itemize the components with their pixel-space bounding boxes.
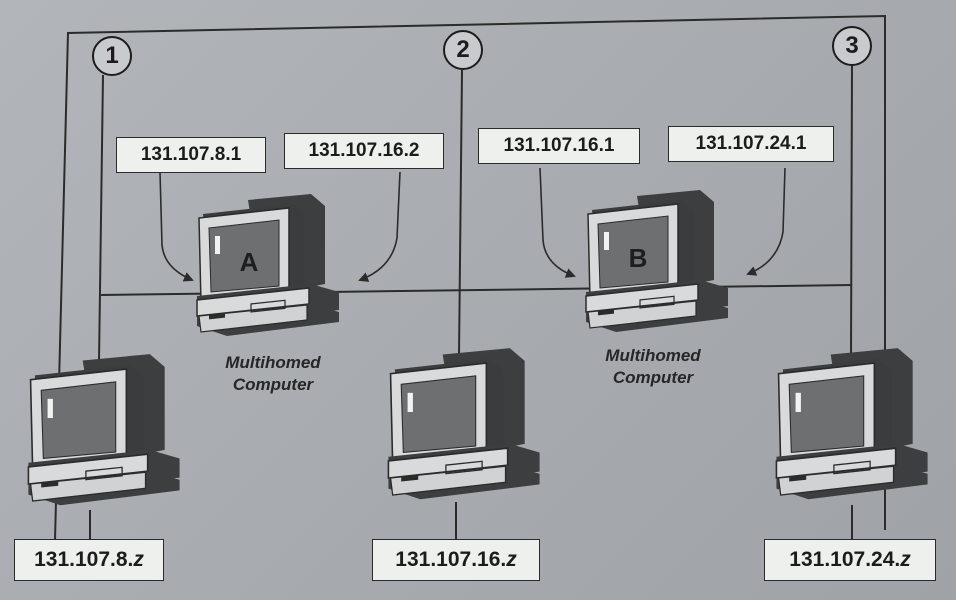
network-1-line [98, 74, 104, 363]
computer-icon: A [196, 194, 339, 336]
computer-a-letter: A [240, 247, 259, 277]
network-3-line [850, 63, 853, 355]
network-1-number: 1 [92, 36, 132, 76]
network-3-number: 3 [832, 26, 872, 66]
multihomed-computer-b: B [582, 188, 732, 343]
address-box-a1: 131.107.8.1 [116, 137, 266, 173]
caption-b-line2: Computer [612, 368, 694, 387]
address-box-a2: 131.107.16.2 [284, 133, 444, 169]
host-computer-network-1 [24, 352, 184, 522]
host-computer-network-2 [384, 346, 544, 516]
diagram-frame [54, 14, 886, 541]
host-address-2-prefix: 131.107.16. [395, 548, 507, 571]
computer-icon [387, 348, 540, 500]
caption-computer-a: Multihomed Computer [208, 352, 338, 396]
host-address-network-1: 131.107.8.z [14, 539, 164, 581]
address-box-b2: 131.107.24.1 [668, 126, 834, 162]
host-address-network-3: 131.107.24.z [764, 539, 936, 581]
computer-icon: B [585, 190, 728, 332]
caption-a-line2: Computer [232, 375, 314, 394]
host-computer-network-3 [772, 346, 932, 516]
host-address-1-prefix: 131.107.8. [34, 548, 134, 571]
host-address-network-2: 131.107.16.z [372, 539, 540, 581]
computer-b-letter: B [629, 243, 648, 273]
host-address-3-suffix: z [900, 548, 911, 571]
multihomed-computer-a: A [193, 192, 343, 347]
arrow-address-a1 [159, 171, 194, 282]
arrow-address-b2 [746, 167, 786, 276]
arrow-address-b1 [539, 167, 576, 278]
address-box-b1: 131.107.16.1 [478, 128, 640, 164]
computer-icon [775, 348, 928, 500]
network-2-number: 2 [443, 30, 483, 70]
host-address-1-suffix: z [133, 548, 144, 571]
caption-b-line1: Multihomed [605, 346, 701, 365]
caption-computer-b: Multihomed Computer [588, 345, 718, 389]
network-2-line [458, 69, 463, 357]
caption-a-line1: Multihomed [225, 353, 321, 372]
arrow-address-a2 [358, 171, 401, 282]
host-address-2-suffix: z [506, 548, 517, 571]
host-address-3-prefix: 131.107.24. [789, 548, 901, 571]
computer-icon [27, 354, 180, 506]
